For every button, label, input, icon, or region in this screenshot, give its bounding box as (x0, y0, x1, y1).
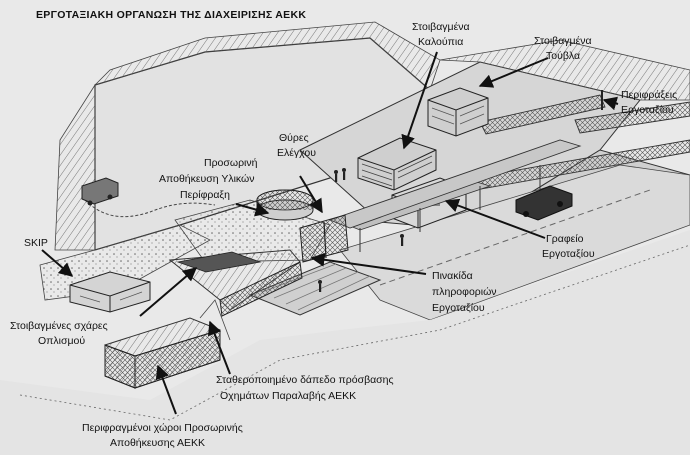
arrow-skip (41, 249, 74, 277)
label-bricks-l2: Τούβλα (546, 50, 581, 62)
label-info-sign-l3: Εργοταξίου (432, 302, 485, 314)
diagram-title: ΕΡΓΟΤΑΞΙΑΚΗ ΟΡΓΑΝΩΣΗ ΤΗΣ ΔΙΑΧΕΙΡΙΣΗΣ ΑΕΚ… (36, 9, 307, 21)
truck-right (515, 185, 573, 221)
label-stabilized-floor-l2: Οχημάτων Παραλαβής ΑΕΚΚ (220, 390, 357, 402)
label-fenced-storage-l1: Περιφραγμένοι χώροι Προσωρινής (82, 422, 243, 434)
label-site-office-l1: Γραφείο (546, 233, 584, 245)
arrow-info-sign (310, 252, 427, 275)
arrow-fenced-storage (155, 364, 177, 415)
label-fenced-storage-l2: Αποθήκευσης ΑΕΚΚ (110, 437, 206, 449)
label-temp-storage-l2: Αποθήκευση Υλικών (159, 173, 255, 185)
temporary-storage-enclosure (256, 189, 314, 221)
label-molds-l1: Στοιβαγμένα (412, 21, 470, 33)
control-gates (299, 214, 349, 263)
arrow-bricks (478, 57, 549, 88)
arrow-site-fences (602, 96, 619, 111)
arrow-control-gates (299, 175, 323, 214)
arrow-molds (401, 51, 438, 150)
label-site-office-l2: Εργοταξίου (542, 248, 595, 260)
truck-left (81, 177, 119, 206)
skip-container (69, 271, 151, 313)
label-site-fences-l1: Περιφράξεις (621, 89, 678, 101)
arrow-temp-storage (235, 202, 270, 217)
label-site-fences-l2: Εργοταξίου (621, 104, 674, 116)
label-temp-storage-l1: Προσωρινή (204, 157, 258, 169)
ramp-storage-area (168, 249, 303, 317)
label-temp-storage-l3: Περίφραξη (180, 189, 230, 201)
label-rebar-l1: Στοιβαγμένες σχάρες (10, 320, 108, 332)
arrow-rebar (139, 267, 198, 317)
stacked-bricks (427, 87, 489, 137)
arrow-stabilized-floor (207, 320, 231, 375)
label-control-gates-l2: Ελέγχου (277, 147, 316, 159)
leader-arrows (41, 51, 619, 415)
workers (318, 168, 404, 292)
label-control-gates-l1: Θύρες (279, 132, 309, 144)
label-stabilized-floor-l1: Σταθεροποιημένο δάπεδο πρόσβασης (216, 374, 394, 386)
label-info-sign-l1: Πινακίδα (432, 270, 473, 282)
label-rebar-l2: Οπλισμού (38, 335, 86, 347)
stacked-molds (357, 137, 437, 191)
access-road (339, 164, 690, 321)
arrow-site-office (444, 198, 546, 239)
lower-embankment (0, 230, 690, 455)
label-skip: SKIP (24, 237, 48, 249)
perimeter-fences (459, 90, 690, 193)
label-info-sign-l2: πληροφοριών (432, 286, 497, 298)
label-bricks-l1: Στοιβαγμένα (534, 35, 592, 47)
excavation-pit (39, 21, 441, 301)
label-molds-l2: Καλούπια (418, 36, 464, 48)
